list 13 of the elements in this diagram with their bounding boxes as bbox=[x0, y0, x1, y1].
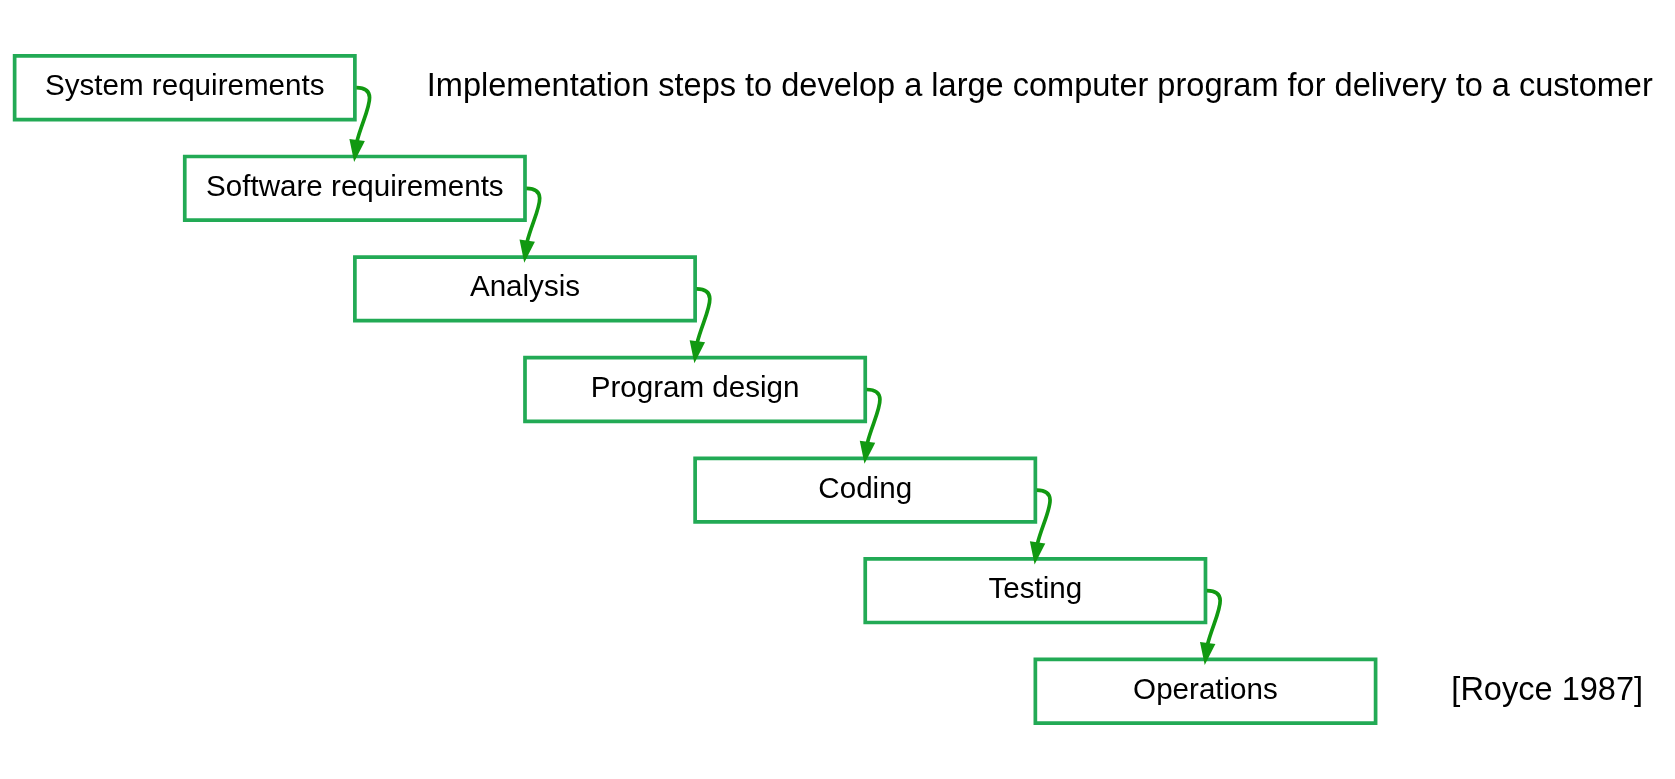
arrow bbox=[1200, 588, 1222, 665]
arrow bbox=[349, 85, 372, 163]
label: Implementation steps to develop a large computer program for delivery to a customer bbox=[426, 67, 1653, 104]
node-box: Testing bbox=[863, 557, 1208, 625]
node-box: Analysis bbox=[353, 255, 697, 323]
label: [Royce 1987] bbox=[1451, 670, 1644, 707]
node-box: Software requirements bbox=[182, 154, 527, 222]
node-box: Coding bbox=[693, 456, 1038, 524]
node-box: System requirements bbox=[12, 54, 357, 122]
arrow bbox=[859, 387, 882, 464]
node-box: Operations bbox=[1033, 657, 1378, 725]
arrow bbox=[689, 287, 712, 364]
node-box: Program design bbox=[523, 355, 868, 424]
